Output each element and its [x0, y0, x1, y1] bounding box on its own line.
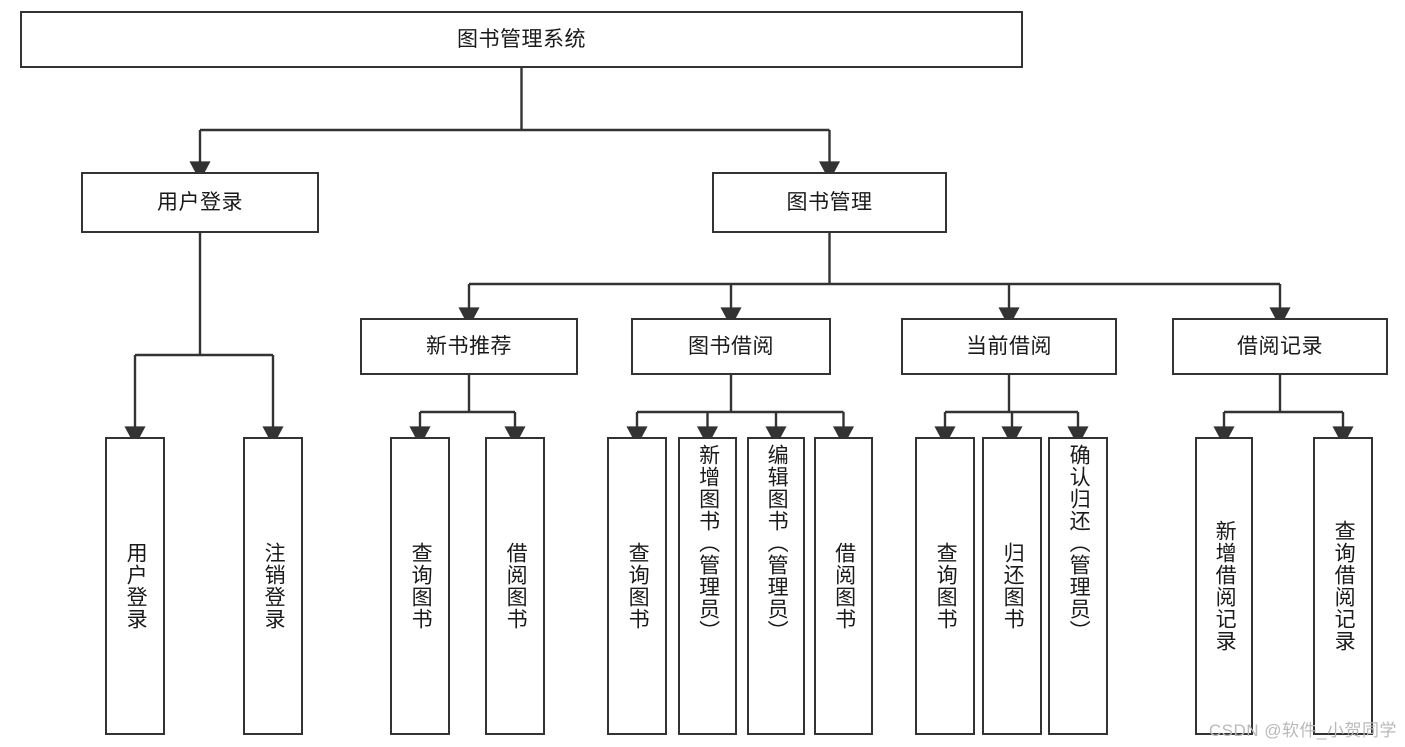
node-user-login[interactable]: 用户登录 — [81, 172, 319, 233]
node-label-book-borrow: 图书借阅 — [688, 334, 774, 358]
node-label-leaf-cb-query: 查询图书 — [934, 542, 958, 630]
node-leaf-cb-return[interactable]: 归还图书 — [982, 437, 1042, 735]
node-label-root: 图书管理系统 — [457, 27, 586, 51]
node-leaf-bb-query[interactable]: 查询图书 — [607, 437, 667, 735]
node-label-leaf-bb-borrow: 借阅图书 — [832, 542, 856, 630]
node-new-book-rec[interactable]: 新书推荐 — [360, 318, 578, 375]
node-book-borrow[interactable]: 图书借阅 — [631, 318, 831, 375]
node-leaf-bb-borrow[interactable]: 借阅图书 — [814, 437, 873, 735]
node-leaf-br-add[interactable]: 新增借阅记录 — [1195, 437, 1253, 735]
node-label-user-login: 用户登录 — [157, 190, 243, 214]
node-book-manage[interactable]: 图书管理 — [712, 172, 947, 233]
node-current-borrow[interactable]: 当前借阅 — [901, 318, 1117, 375]
node-label-current-borrow: 当前借阅 — [966, 334, 1052, 358]
node-label-leaf-rec-query: 查询图书 — [409, 542, 433, 630]
node-label-leaf-bb-add: 新增图书（管理员） — [696, 444, 720, 642]
node-leaf-rec-borrow[interactable]: 借阅图书 — [485, 437, 545, 735]
node-label-leaf-bb-query: 查询图书 — [626, 542, 650, 630]
node-label-leaf-br-query: 查询借阅记录 — [1332, 520, 1356, 652]
node-label-borrow-record: 借阅记录 — [1237, 334, 1323, 358]
node-leaf-br-query[interactable]: 查询借阅记录 — [1313, 437, 1373, 735]
node-leaf-cb-confirm[interactable]: 确认归还（管理员） — [1048, 437, 1108, 735]
node-leaf-bb-add[interactable]: 新增图书（管理员） — [678, 437, 737, 735]
node-label-leaf-cb-return: 归还图书 — [1001, 542, 1025, 630]
node-root[interactable]: 图书管理系统 — [20, 11, 1023, 68]
node-label-leaf-rec-borrow: 借阅图书 — [504, 542, 528, 630]
node-borrow-record[interactable]: 借阅记录 — [1172, 318, 1388, 375]
node-leaf-rec-query[interactable]: 查询图书 — [390, 437, 450, 735]
node-leaf-bb-edit[interactable]: 编辑图书（管理员） — [747, 437, 805, 735]
node-label-new-book-rec: 新书推荐 — [426, 334, 512, 358]
node-label-leaf-cb-confirm: 确认归还（管理员） — [1067, 444, 1091, 642]
node-leaf-user-login[interactable]: 用户登录 — [105, 437, 165, 735]
node-leaf-cb-query[interactable]: 查询图书 — [915, 437, 975, 735]
node-label-book-manage: 图书管理 — [786, 190, 873, 214]
node-leaf-user-logout[interactable]: 注销登录 — [243, 437, 303, 735]
node-label-leaf-br-add: 新增借阅记录 — [1213, 520, 1237, 652]
node-label-leaf-user-login: 用户登录 — [124, 542, 148, 630]
node-label-leaf-user-logout: 注销登录 — [262, 542, 286, 630]
node-label-leaf-bb-edit: 编辑图书（管理员） — [765, 444, 789, 642]
